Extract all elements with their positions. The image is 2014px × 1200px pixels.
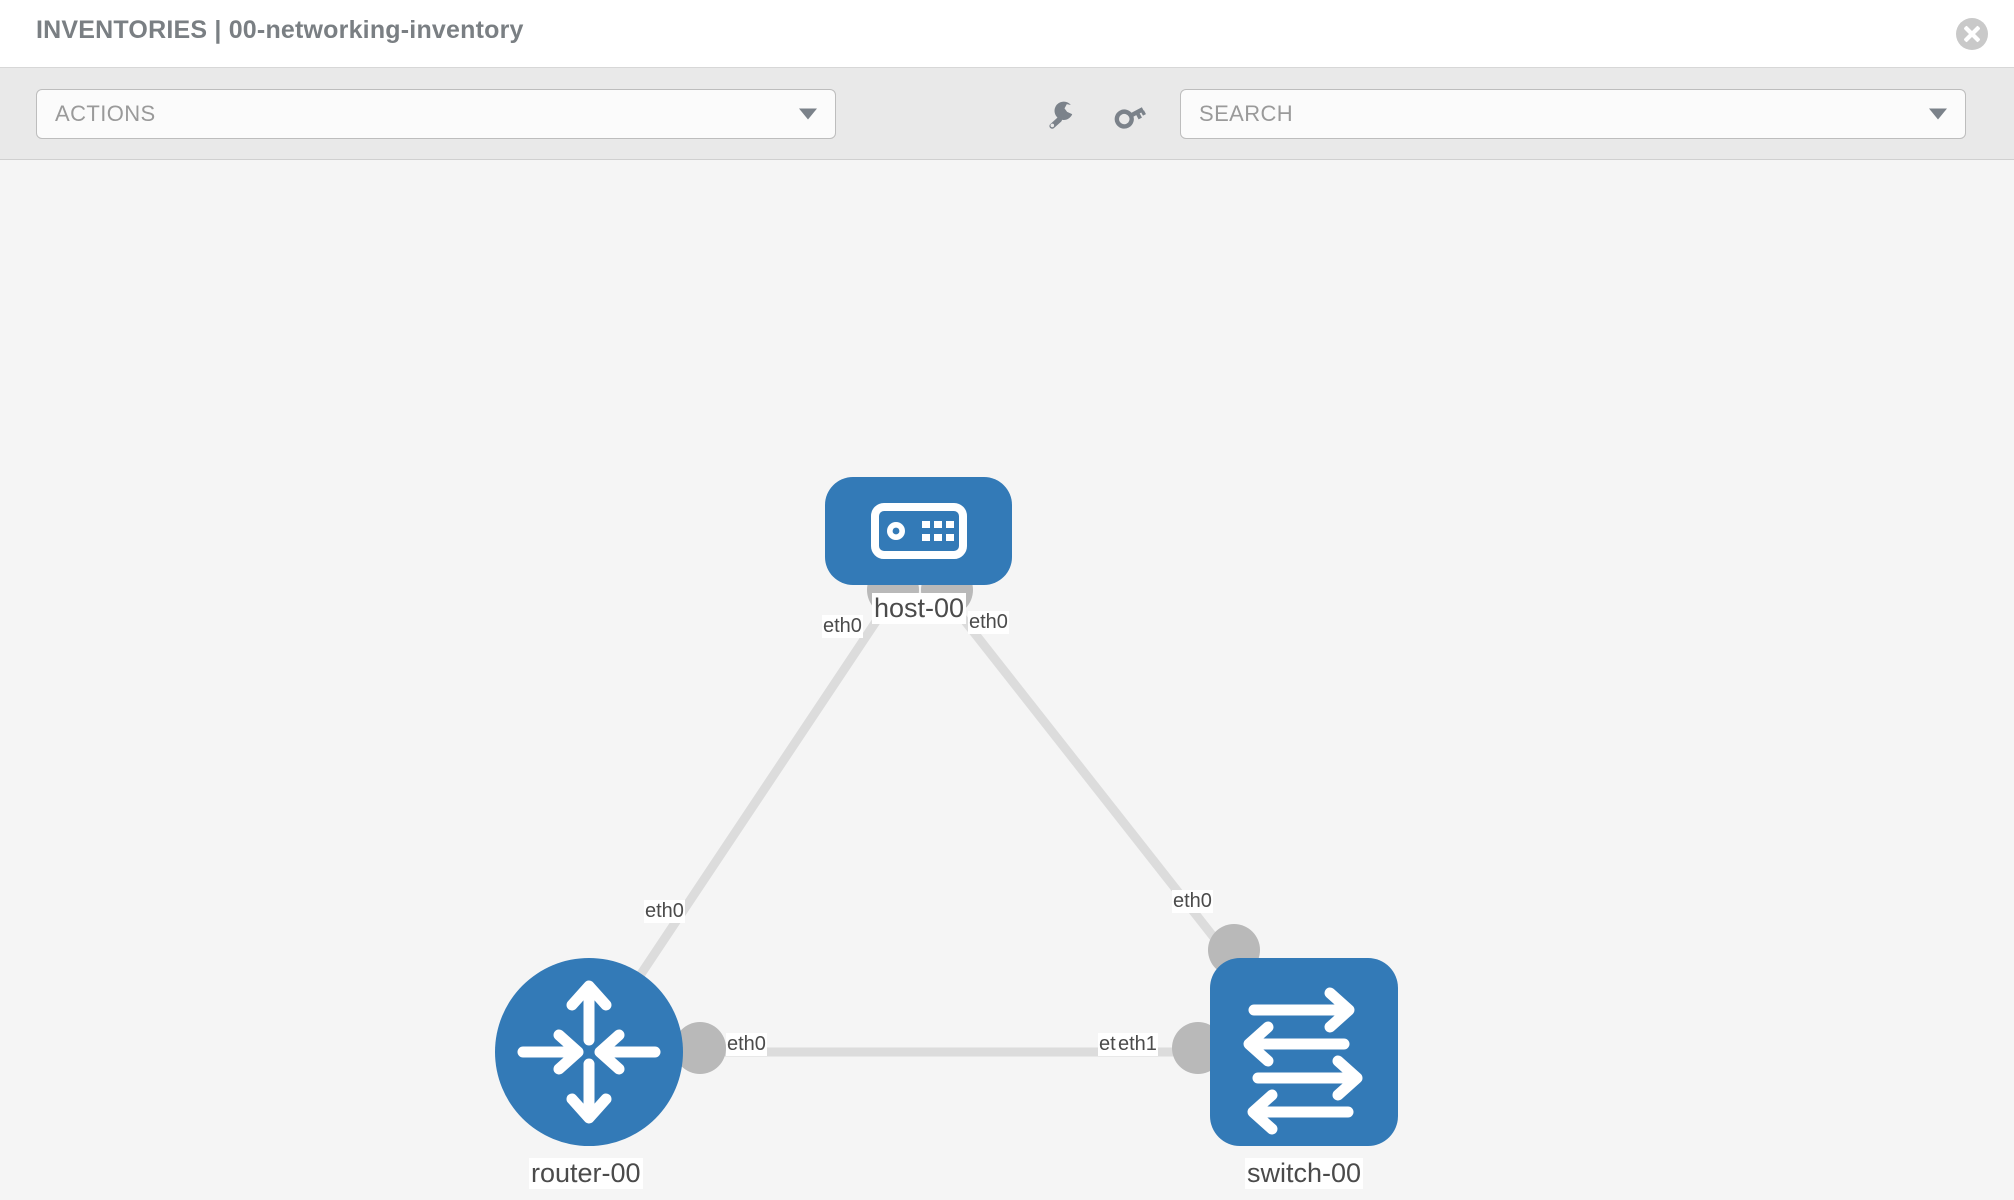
server-icon xyxy=(871,503,967,559)
stub-router-right xyxy=(674,1022,726,1074)
close-button[interactable] xyxy=(1956,18,1988,50)
chevron-down-icon xyxy=(1929,108,1947,120)
toolbar: ACTIONS SEARCH xyxy=(0,68,2014,160)
node-host-00 xyxy=(825,477,1012,585)
edge-host-router xyxy=(585,557,921,1055)
interface-stubs xyxy=(596,564,1260,1074)
iface-label-host-left-eth0[interactable]: eth0 xyxy=(822,615,863,638)
node-label-router-00[interactable]: router-00 xyxy=(529,1158,643,1190)
actions-dropdown-label: ACTIONS xyxy=(55,101,156,126)
page-header: INVENTORIES | 00-networking-inventory xyxy=(0,0,2014,68)
topology-graph xyxy=(495,477,1398,1146)
actions-dropdown[interactable]: ACTIONS xyxy=(36,89,836,139)
chevron-down-icon xyxy=(799,108,817,120)
node-router-00 xyxy=(495,958,683,1146)
topology-edges xyxy=(585,557,1308,1057)
iface-label-switch-left-eth1[interactable]: eth1 xyxy=(1117,1033,1158,1056)
iface-label-router-right-eth0[interactable]: eth0 xyxy=(726,1033,767,1056)
key-icon[interactable] xyxy=(1110,96,1150,136)
node-label-host-00[interactable]: host-00 xyxy=(872,593,967,625)
page-title: INVENTORIES | 00-networking-inventory xyxy=(36,16,524,44)
node-label-switch-00[interactable]: switch-00 xyxy=(1245,1158,1364,1190)
router-arrows-icon xyxy=(517,980,661,1124)
iface-label-router-up-eth0[interactable]: eth0 xyxy=(644,900,685,923)
search-placeholder: SEARCH xyxy=(1199,101,1294,126)
node-switch-00 xyxy=(1210,958,1398,1146)
iface-label-switch-up-eth0[interactable]: eth0 xyxy=(1172,890,1213,913)
wrench-icon[interactable] xyxy=(1040,96,1080,136)
switch-arrows-icon xyxy=(1243,987,1363,1135)
close-icon xyxy=(1964,26,1980,42)
search-input[interactable]: SEARCH xyxy=(1180,89,1966,139)
topology-canvas[interactable]: host-00 router-00 switch-00 eth0 eth0 et… xyxy=(0,160,2014,1200)
iface-label-host-right-eth0[interactable]: eth0 xyxy=(968,611,1009,634)
